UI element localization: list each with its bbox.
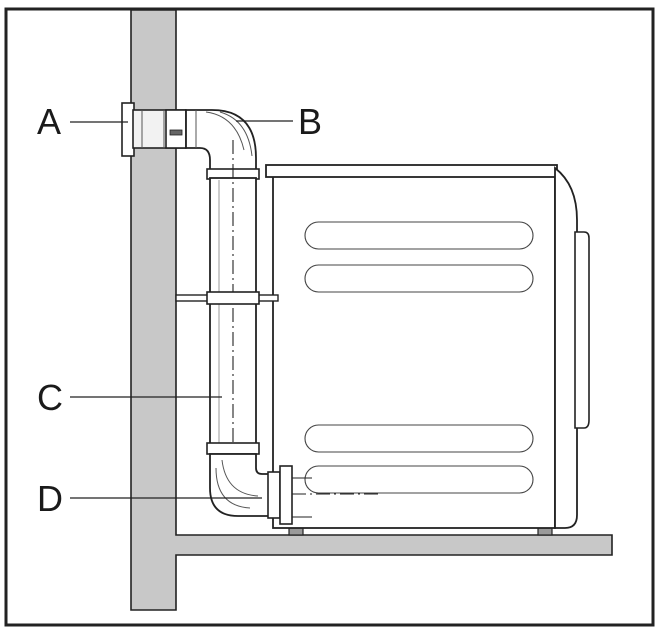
hose-mid-joint (206, 291, 260, 305)
dryer-side-rib-2 (304, 264, 534, 293)
dryer-body (272, 175, 556, 529)
dryer-front-panel (554, 166, 578, 529)
dryer (265, 164, 590, 536)
dryer-vent-adapter (279, 465, 293, 525)
hose-lower-collar (206, 442, 260, 455)
hose-clamp-screw (169, 129, 183, 136)
label-c: C (37, 377, 63, 418)
dryer-foot-front (537, 527, 553, 536)
dryer-side-rib-3 (304, 424, 534, 453)
dryer-side-rib-1 (304, 221, 534, 250)
hose-upper-elbow-contour (219, 111, 253, 157)
vent-hose-assembly (121, 102, 378, 525)
dryer-vent-adapter-ring (267, 471, 281, 519)
dryer-top (265, 164, 558, 178)
hose-connector-clamp (165, 109, 187, 149)
dryer-side-rib-4 (304, 465, 534, 494)
hose-lower-elbow-contour (221, 459, 259, 497)
hose-lower-elbow-contour (215, 467, 251, 509)
hose-upper-elbow-contour (205, 111, 245, 151)
wall-vent-flange (121, 102, 135, 157)
label-d: D (37, 478, 63, 519)
label-b: B (298, 101, 322, 142)
label-a: A (37, 101, 61, 142)
wall-and-floor (130, 9, 613, 611)
dryer-foot-rear (288, 527, 304, 536)
dryer-door (574, 231, 590, 429)
